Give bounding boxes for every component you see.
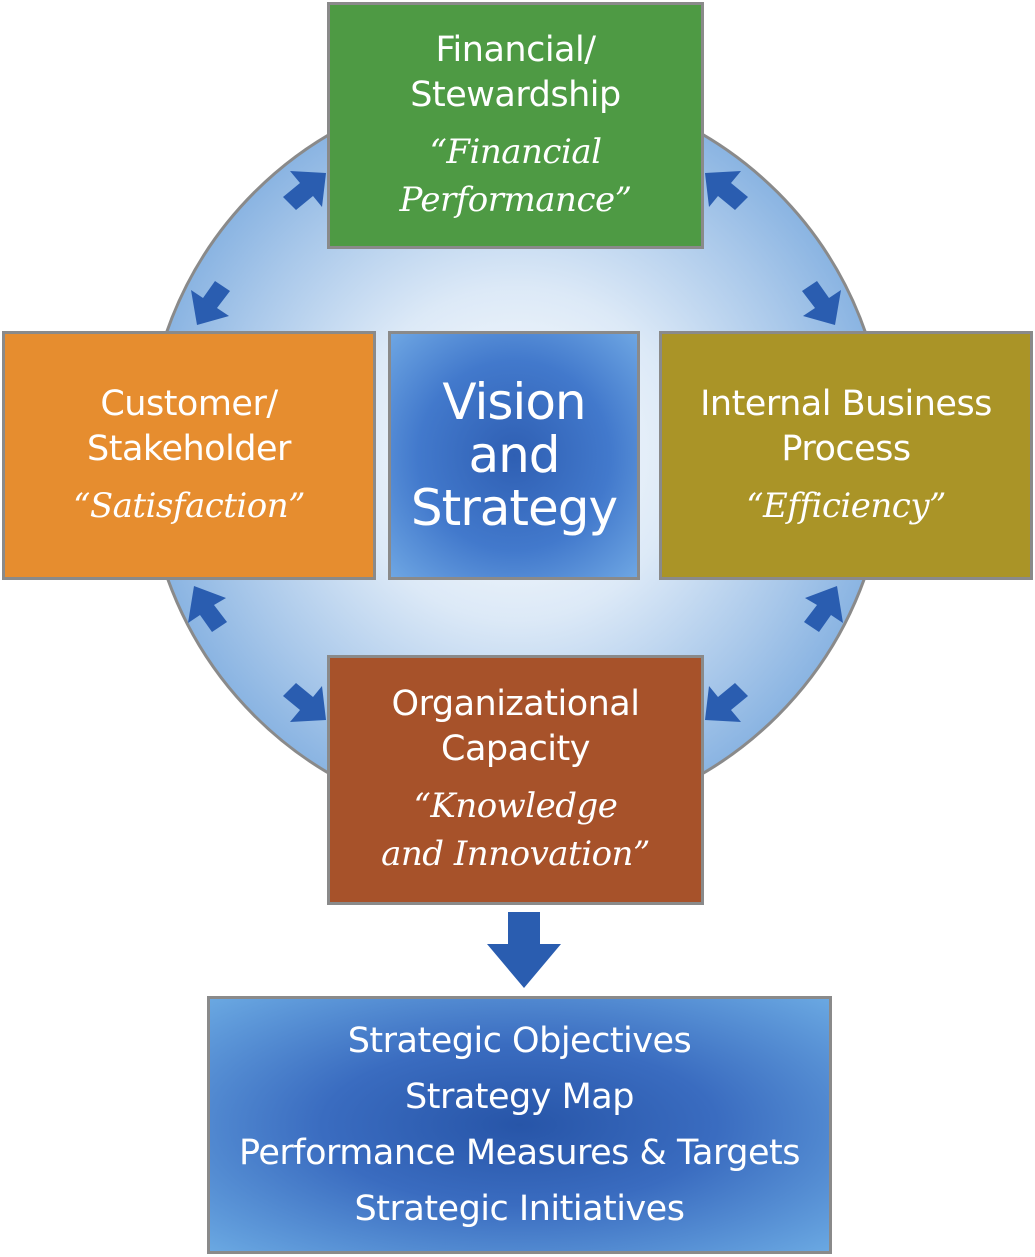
customer-title-line1: Customer/: [100, 383, 278, 424]
arrow-internal-from-financial: [802, 281, 841, 325]
vision-line3: Strategy: [410, 479, 618, 537]
vision-line2: and: [468, 426, 560, 484]
internal-quote-line1: “Efficiency”: [746, 485, 946, 526]
arrow-down-to-objectives: [487, 912, 561, 988]
financial-title-line1: Financial/: [435, 29, 596, 70]
customer-quote: “Satisfaction”: [72, 482, 306, 530]
arrow-organizational-from-internal: [705, 683, 748, 722]
strategic-objectives-line: Strategic Objectives: [347, 1021, 692, 1061]
organizational-quote: “Knowledge and Innovation”: [381, 782, 650, 878]
performance-measures-line: Performance Measures & Targets: [239, 1133, 800, 1173]
arrow-internal-from-organizational: [804, 586, 843, 632]
internal-title: Internal Business Process: [700, 382, 992, 472]
vision-line1: Vision: [442, 373, 586, 431]
vision-text: Vision and Strategy: [410, 373, 618, 537]
strategy-map-line: Strategy Map: [405, 1077, 634, 1117]
financial-quote-line1: “Financial: [429, 131, 602, 172]
financial-quote: “Financial Performance”: [400, 128, 632, 224]
financial-stewardship-box: Financial/ Stewardship “Financial Perfor…: [327, 2, 704, 249]
organizational-title: Organizational Capacity: [392, 682, 640, 772]
connector-arrows: [188, 171, 843, 988]
financial-title: Financial/ Stewardship: [410, 28, 621, 118]
vision-strategy-box: Vision and Strategy: [388, 331, 640, 580]
arrow-customer-from-financial: [191, 281, 230, 325]
strategic-initiatives-line: Strategic Initiatives: [354, 1189, 685, 1229]
customer-title: Customer/ Stakeholder: [87, 382, 291, 472]
arrow-financial-from-internal: [705, 171, 748, 210]
customer-title-line2: Stakeholder: [87, 428, 291, 469]
organizational-capacity-box: Organizational Capacity “Knowledge and I…: [327, 655, 704, 905]
arrow-customer-from-organizational: [188, 586, 227, 632]
organizational-quote-line1: “Knowledge: [413, 786, 618, 826]
internal-business-process-box: Internal Business Process “Efficiency”: [659, 331, 1033, 580]
customer-stakeholder-box: Customer/ Stakeholder “Satisfaction”: [2, 331, 376, 580]
internal-title-line1: Internal Business: [700, 383, 992, 424]
customer-quote-line1: “Satisfaction”: [72, 485, 306, 526]
arrow-organizational-from-customer: [283, 683, 326, 722]
internal-title-line2: Process: [781, 428, 911, 469]
internal-quote: “Efficiency”: [746, 482, 946, 530]
financial-title-line2: Stewardship: [410, 74, 621, 115]
arrow-financial-from-customer: [283, 171, 326, 210]
strategic-outputs-box: Strategic Objectives Strategy Map Perfor…: [207, 996, 832, 1254]
financial-quote-line2: Performance”: [399, 179, 632, 220]
organizational-title-line2: Capacity: [441, 729, 590, 769]
organizational-title-line1: Organizational: [391, 684, 640, 724]
organizational-quote-line2: and Innovation”: [381, 834, 650, 874]
